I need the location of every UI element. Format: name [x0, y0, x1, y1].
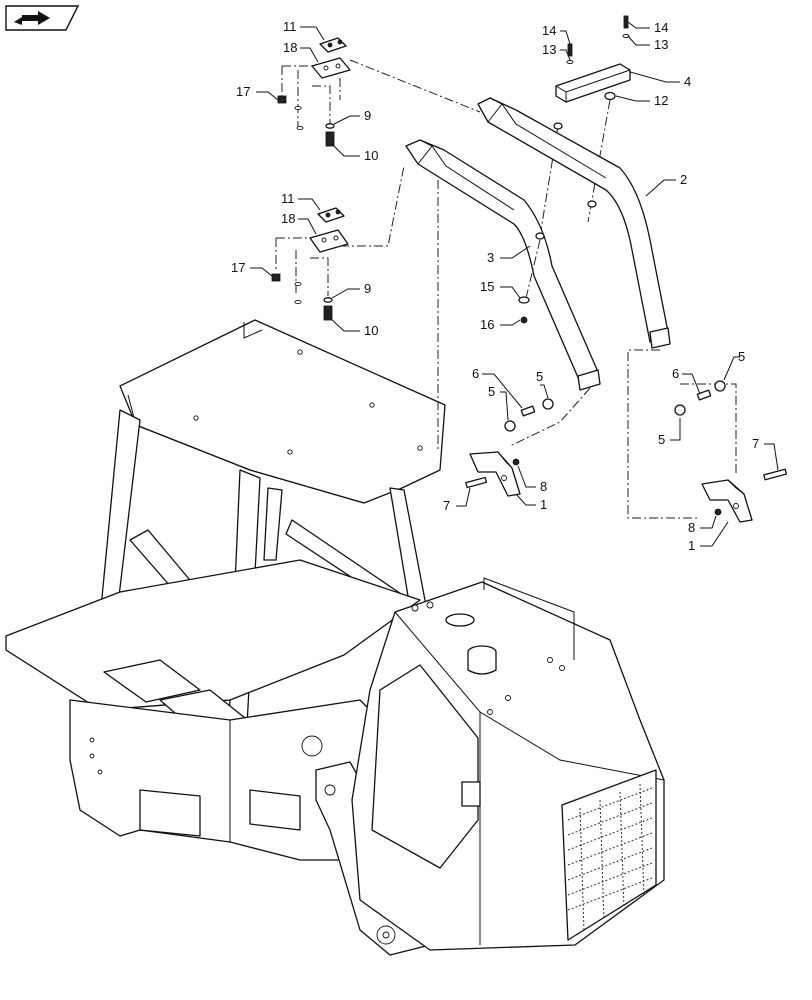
- bushing-5-left-a[interactable]: [504, 420, 516, 432]
- callout-14[interactable]: 14: [542, 23, 556, 38]
- callout-13[interactable]: 13: [542, 42, 556, 57]
- washer-9-lower[interactable]: [323, 297, 333, 303]
- callout-5[interactable]: 5: [738, 349, 745, 364]
- callout-14[interactable]: 14: [654, 20, 668, 35]
- callout-13[interactable]: 13: [654, 37, 668, 52]
- floor-plate: [5, 559, 421, 711]
- callout-4[interactable]: 4: [684, 74, 691, 89]
- clamp-plate-18-lower[interactable]: [309, 229, 349, 253]
- callout-11[interactable]: 11: [283, 19, 297, 34]
- bushing-5-right-a[interactable]: [674, 404, 686, 416]
- callout-1[interactable]: 1: [540, 497, 547, 512]
- callout-5[interactable]: 5: [658, 432, 665, 447]
- pin-6-right[interactable]: [696, 389, 712, 401]
- clamp-plate-11-upper[interactable]: [319, 37, 347, 53]
- lower-bracket-set: [271, 165, 405, 321]
- machine-frame: [5, 319, 665, 956]
- pin-6-left[interactable]: [520, 405, 536, 417]
- canopy-roof: [119, 319, 446, 504]
- bolt-17-upper[interactable]: [277, 95, 287, 104]
- callout-8[interactable]: 8: [688, 520, 695, 535]
- handle-tubes: [405, 15, 671, 391]
- clamp-plate-18-upper[interactable]: [311, 57, 351, 79]
- spacer-12[interactable]: [604, 91, 616, 101]
- callout-6[interactable]: 6: [472, 366, 479, 381]
- bushing-5-left-b[interactable]: [542, 398, 554, 410]
- callout-17[interactable]: 17: [231, 260, 245, 275]
- left-hinge-assembly: [437, 180, 591, 497]
- callout-9[interactable]: 9: [364, 281, 371, 296]
- hinge-bracket-1-left[interactable]: [469, 451, 521, 497]
- callout-11[interactable]: 11: [281, 191, 295, 206]
- callout-12[interactable]: 12: [654, 93, 668, 108]
- callout-10[interactable]: 10: [364, 148, 378, 163]
- callout-9[interactable]: 9: [364, 108, 371, 123]
- bolt-17-lower[interactable]: [271, 273, 281, 282]
- bolt-7-left[interactable]: [465, 476, 488, 489]
- callout-2[interactable]: 2: [680, 172, 687, 187]
- bolt-10-upper[interactable]: [325, 131, 335, 147]
- screw-14-left[interactable]: [567, 43, 573, 57]
- callout-18[interactable]: 18: [281, 211, 295, 226]
- callout-18[interactable]: 18: [283, 40, 297, 55]
- washer-9-upper[interactable]: [325, 123, 335, 129]
- book-arrow-icon[interactable]: [5, 5, 80, 31]
- callout-6[interactable]: 6: [672, 366, 679, 381]
- callout-7[interactable]: 7: [443, 498, 450, 513]
- callout-15[interactable]: 15: [480, 279, 494, 294]
- callout-16[interactable]: 16: [480, 317, 494, 332]
- bushing-5-right-b[interactable]: [714, 380, 726, 392]
- clamp-plate-11-lower[interactable]: [317, 207, 345, 223]
- bolt-7-right[interactable]: [763, 468, 788, 481]
- callout-5[interactable]: 5: [536, 369, 543, 384]
- bolt-10-lower[interactable]: [323, 305, 333, 321]
- nut-8-left[interactable]: [512, 458, 520, 466]
- washer-15[interactable]: [518, 296, 530, 304]
- right-hinge-assembly: [627, 349, 788, 523]
- nut-16[interactable]: [520, 316, 528, 324]
- screw-14-right[interactable]: [623, 15, 629, 29]
- upper-bracket-set: [277, 37, 481, 147]
- callout-8[interactable]: 8: [540, 479, 547, 494]
- callout-labels: 11 18 17 9 10 11 18 17 9 10 14 13 14 13 …: [231, 19, 759, 553]
- handle-tube-3[interactable]: [405, 139, 599, 383]
- callout-3[interactable]: 3: [487, 250, 494, 265]
- hinge-bracket-1-right[interactable]: [701, 479, 753, 523]
- callout-7[interactable]: 7: [752, 436, 759, 451]
- callout-1[interactable]: 1: [688, 538, 695, 553]
- callout-17[interactable]: 17: [236, 84, 250, 99]
- leader-lines: [250, 21, 779, 547]
- callout-5[interactable]: 5: [488, 384, 495, 399]
- callout-10[interactable]: 10: [364, 323, 378, 338]
- nut-8-right[interactable]: [714, 508, 722, 516]
- engine-grille: [561, 769, 657, 941]
